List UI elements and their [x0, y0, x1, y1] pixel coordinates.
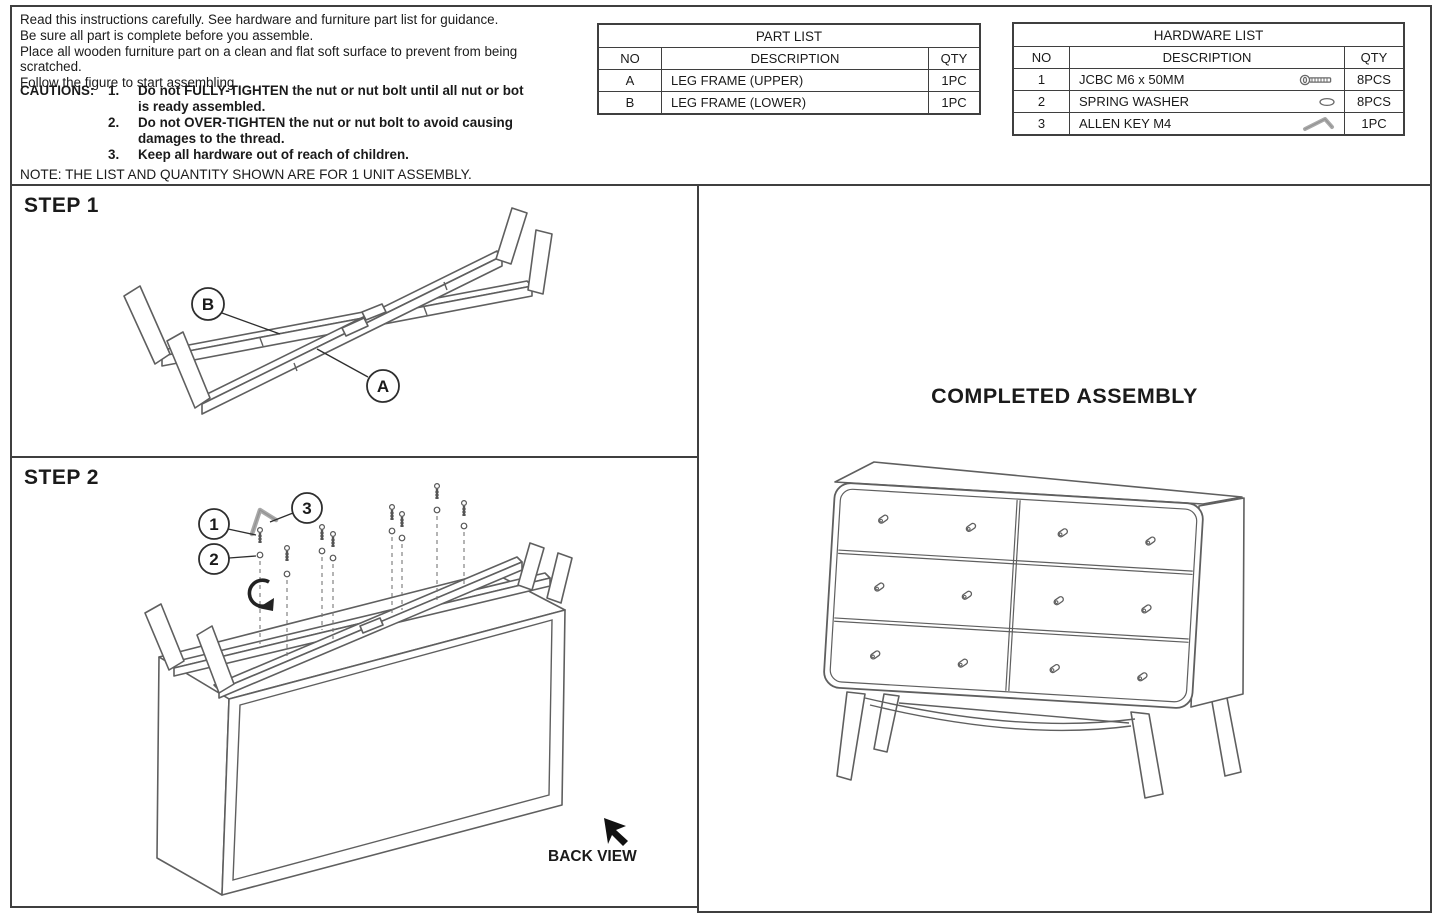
caution-number: 3.	[108, 147, 120, 162]
column-header: NO	[1014, 46, 1069, 68]
table-row: 2 SPRING WASHER 8PCS	[1014, 90, 1403, 112]
note-line: NOTE: THE LIST AND QUANTITY SHOWN ARE FO…	[20, 167, 472, 182]
caution-text: Keep all hardware out of reach of childr…	[138, 147, 538, 163]
hardware-list-table: HARDWARE LIST NO DESCRIPTION QTY 1 JCBC …	[1012, 22, 1405, 136]
step1-label: STEP 1	[24, 194, 99, 217]
callout-b: B	[202, 295, 214, 314]
table-row: 1 JCBC M6 x 50MM 8PCS	[1014, 68, 1403, 90]
bolt-washer-set	[256, 482, 468, 658]
caution-text: Do not OVER-TIGHTEN the nut or nut bolt …	[138, 115, 538, 147]
step2-drawing: 1 2 3	[144, 482, 628, 896]
callout-a: A	[377, 377, 389, 396]
caution-text-line: Do not FULLY-TIGHTEN the nut or nut bolt…	[138, 83, 524, 98]
info-box: Read this instructions carefully. See ha…	[10, 5, 1432, 186]
part-list-header-row: NO DESCRIPTION QTY	[599, 47, 979, 69]
step1-drawing: B A	[123, 207, 553, 415]
bolt-icon	[1299, 74, 1332, 85]
callout-3: 3	[302, 499, 311, 518]
part-list-table: PART LIST NO DESCRIPTION QTY A LEG FRAME…	[597, 23, 981, 115]
step2-label: STEP 2	[24, 466, 99, 489]
part-description: LEG FRAME (UPPER)	[661, 69, 928, 91]
completed-assembly-title: COMPLETED ASSEMBLY	[931, 384, 1198, 408]
caution-number: 1.	[108, 83, 120, 98]
instruction-line: Follow the figure to start assembling.	[20, 75, 239, 91]
part-no: B	[599, 91, 661, 113]
hardware-description-text: JCBC M6 x 50MM	[1079, 72, 1185, 87]
hardware-description: JCBC M6 x 50MM	[1069, 68, 1344, 90]
cursor-arrow-icon	[604, 818, 628, 846]
column-header: DESCRIPTION	[1069, 46, 1344, 68]
callout-2: 2	[209, 550, 218, 569]
hardware-no: 2	[1014, 90, 1069, 112]
table-row: 3 ALLEN KEY M4 1PC	[1014, 112, 1403, 134]
part-list-title: PART LIST	[755, 28, 823, 44]
step2-panel: STEP 2	[10, 456, 699, 908]
part-description: LEG FRAME (LOWER)	[661, 91, 928, 113]
part-no: A	[599, 69, 661, 91]
caution-text-line: Keep all hardware out of reach of childr…	[138, 147, 409, 162]
caution-text-line: Do not OVER-TIGHTEN the nut or nut bolt …	[138, 115, 513, 130]
back-view-label: BACK VIEW	[548, 848, 637, 865]
hardware-qty: 8PCS	[1344, 90, 1403, 112]
hardware-description: ALLEN KEY M4	[1069, 112, 1344, 134]
hardware-no: 3	[1014, 112, 1069, 134]
callout-1: 1	[209, 515, 218, 534]
column-header: NO	[599, 47, 661, 69]
table-row: B LEG FRAME (LOWER) 1PC	[599, 91, 979, 113]
part-qty: 1PC	[928, 69, 979, 91]
cautions-label: CAUTIONS:	[20, 83, 95, 98]
instruction-line: Place all wooden furniture part on a cle…	[20, 43, 518, 75]
table-row: A LEG FRAME (UPPER) 1PC	[599, 69, 979, 91]
washer-icon	[1319, 97, 1335, 106]
caution-text: Do not FULLY-TIGHTEN the nut or nut bolt…	[138, 83, 538, 115]
column-header: QTY	[1344, 46, 1403, 68]
allen-key-icon	[1303, 116, 1334, 131]
general-instructions: Read this instructions carefully. See ha…	[20, 12, 580, 91]
hardware-description-text: ALLEN KEY M4	[1079, 116, 1172, 131]
rotation-arrow-icon	[247, 578, 274, 611]
hardware-header-row: NO DESCRIPTION QTY	[1014, 46, 1403, 68]
column-header: DESCRIPTION	[661, 47, 928, 69]
step1-panel: STEP 1 B A	[10, 184, 699, 458]
part-qty: 1PC	[928, 91, 979, 113]
completed-assembly-panel: COMPLETED ASSEMBLY	[697, 184, 1432, 913]
column-header: QTY	[928, 47, 979, 69]
hardware-qty: 1PC	[1344, 112, 1403, 134]
hardware-description: SPRING WASHER	[1069, 90, 1344, 112]
cautions-block: CAUTIONS: 1. Do not FULLY-TIGHTEN the nu…	[20, 83, 538, 163]
instruction-line: Be sure all part is complete before you …	[20, 27, 314, 43]
caution-text-line: damages to the thread.	[138, 131, 285, 146]
hardware-list-title: HARDWARE LIST	[1153, 27, 1264, 43]
hardware-no: 1	[1014, 68, 1069, 90]
hardware-description-text: SPRING WASHER	[1079, 94, 1190, 109]
caution-text-line: is ready assembled.	[138, 99, 266, 114]
completed-assembly-drawing	[823, 461, 1245, 799]
hardware-qty: 8PCS	[1344, 68, 1403, 90]
instruction-line: Read this instructions carefully. See ha…	[20, 12, 499, 27]
caution-number: 2.	[108, 115, 120, 130]
